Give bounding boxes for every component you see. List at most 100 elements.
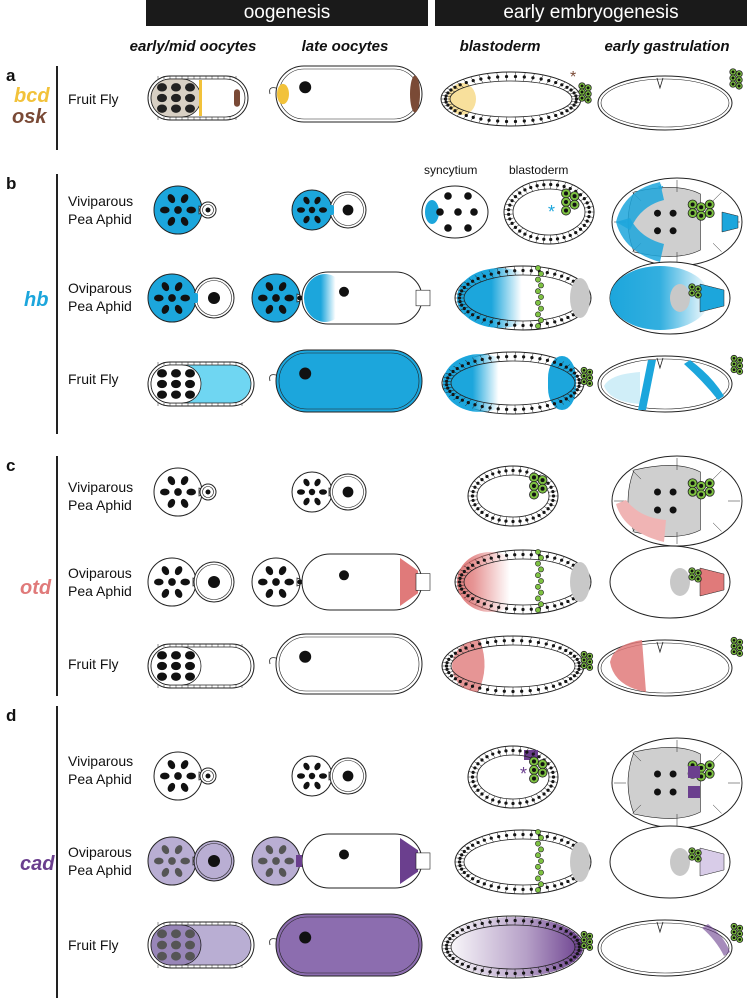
germ-cell-nucleus <box>586 98 590 102</box>
germ-cell <box>535 852 541 859</box>
cephalic-furrow <box>656 77 664 90</box>
germ-cell-nucleus <box>696 293 700 297</box>
cell-wall <box>546 485 556 490</box>
cell-wall <box>566 931 575 937</box>
cell-wall <box>552 111 559 119</box>
nurse-nucleus <box>308 206 316 214</box>
nurse-nucleus <box>278 867 287 877</box>
panel-a-letter: a <box>6 66 16 85</box>
nurse-nucleus <box>160 772 170 780</box>
cell-wall <box>522 186 528 194</box>
cell-wall <box>522 916 525 926</box>
germ-band-line <box>712 192 722 201</box>
nurse-nucleus <box>297 489 305 495</box>
cell-wall <box>478 509 486 516</box>
nurse-nucleus <box>319 207 327 213</box>
cell-wall <box>463 79 470 87</box>
aphid-ovariole <box>147 557 235 607</box>
nurse-nucleus <box>272 857 280 865</box>
oocyte-nucleus <box>299 81 312 94</box>
nurse-nucleus <box>171 83 181 92</box>
cell-wall <box>535 793 543 801</box>
cell-wall <box>557 962 565 969</box>
asterisk-mark: * <box>520 764 527 784</box>
germ-cell <box>538 601 544 608</box>
nurse-nucleus <box>180 760 189 770</box>
cell-wall <box>470 485 480 490</box>
cell-wall <box>548 490 558 493</box>
cell-wall <box>572 671 582 675</box>
cell-wall <box>447 673 456 678</box>
blastoderm-embryo <box>441 635 585 697</box>
cell-wall <box>516 189 524 197</box>
cell-wall <box>496 832 501 841</box>
germ-cell-nucleus <box>737 72 741 76</box>
germ-band-line <box>632 752 642 762</box>
cell-wall <box>481 316 488 324</box>
germ-cell <box>535 560 541 567</box>
aphid-ovariole <box>251 273 303 323</box>
cell-wall <box>580 196 589 202</box>
cell-wall <box>520 636 523 646</box>
germ-cell <box>535 607 541 613</box>
cell-wall <box>468 771 478 774</box>
germ-cell-cluster <box>578 82 592 104</box>
aphid-ovariole <box>291 471 367 513</box>
cell-wall <box>584 206 594 209</box>
oocyte-nucleus <box>339 570 349 581</box>
cell-wall <box>472 400 478 409</box>
otd-domain <box>616 500 666 542</box>
cell-wall <box>462 680 470 688</box>
cell-wall <box>496 968 500 978</box>
germ-cell-nucleus <box>582 664 586 668</box>
nurse-nucleus <box>167 498 176 508</box>
cell-wall <box>455 584 465 587</box>
cell-wall <box>444 657 454 661</box>
cell-wall <box>546 502 556 507</box>
oocyte-nucleus <box>205 489 211 495</box>
yolk <box>670 284 690 312</box>
cell-wall <box>448 369 458 374</box>
panel-d-letter: d <box>6 706 17 725</box>
yolk-nucleus <box>654 506 661 514</box>
nurse-nucleus <box>157 369 167 378</box>
blastoderm-embryo <box>454 549 592 615</box>
cell-wall <box>522 404 525 414</box>
nurse-nucleus <box>180 578 190 586</box>
gene-label-cad: cad <box>20 853 55 875</box>
aphid-gastrulation <box>611 737 743 829</box>
cell-wall <box>488 317 494 326</box>
oocyte-nucleus <box>205 207 211 213</box>
cell-wall <box>488 601 494 610</box>
syncytial-nucleus <box>470 208 478 216</box>
yolk-nucleus <box>654 788 661 796</box>
germ-cell-nucleus <box>732 362 736 366</box>
cell-wall <box>455 857 465 860</box>
cell-wall <box>468 562 477 569</box>
oocyte-nucleus <box>339 849 349 860</box>
cell-wall <box>479 919 485 928</box>
oocyte-membrane <box>278 352 420 410</box>
embryo-outline <box>597 75 733 131</box>
cell-wall <box>570 935 579 939</box>
germ-cell-nucleus <box>563 208 569 213</box>
nurse-nucleus <box>168 294 176 302</box>
cell-wall <box>470 784 480 788</box>
yolk-nucleus <box>669 227 677 235</box>
yolk-nucleus <box>669 770 677 778</box>
cell-wall <box>558 81 566 88</box>
cell-wall <box>566 650 575 656</box>
germ-cell <box>535 288 541 295</box>
cell-wall <box>496 268 501 277</box>
cell-wall <box>545 883 550 892</box>
chorion <box>275 913 423 977</box>
nurse-nucleus <box>186 772 196 780</box>
germ-cell <box>538 554 544 561</box>
sublabel-blastoderm: blastoderm <box>509 163 569 177</box>
yolk-nucleus <box>669 788 677 796</box>
germ-cell-nucleus <box>580 96 584 100</box>
cell-wall <box>569 842 578 849</box>
cell-wall <box>442 380 452 382</box>
cell-wall <box>458 397 466 404</box>
cell-wall <box>519 798 522 808</box>
